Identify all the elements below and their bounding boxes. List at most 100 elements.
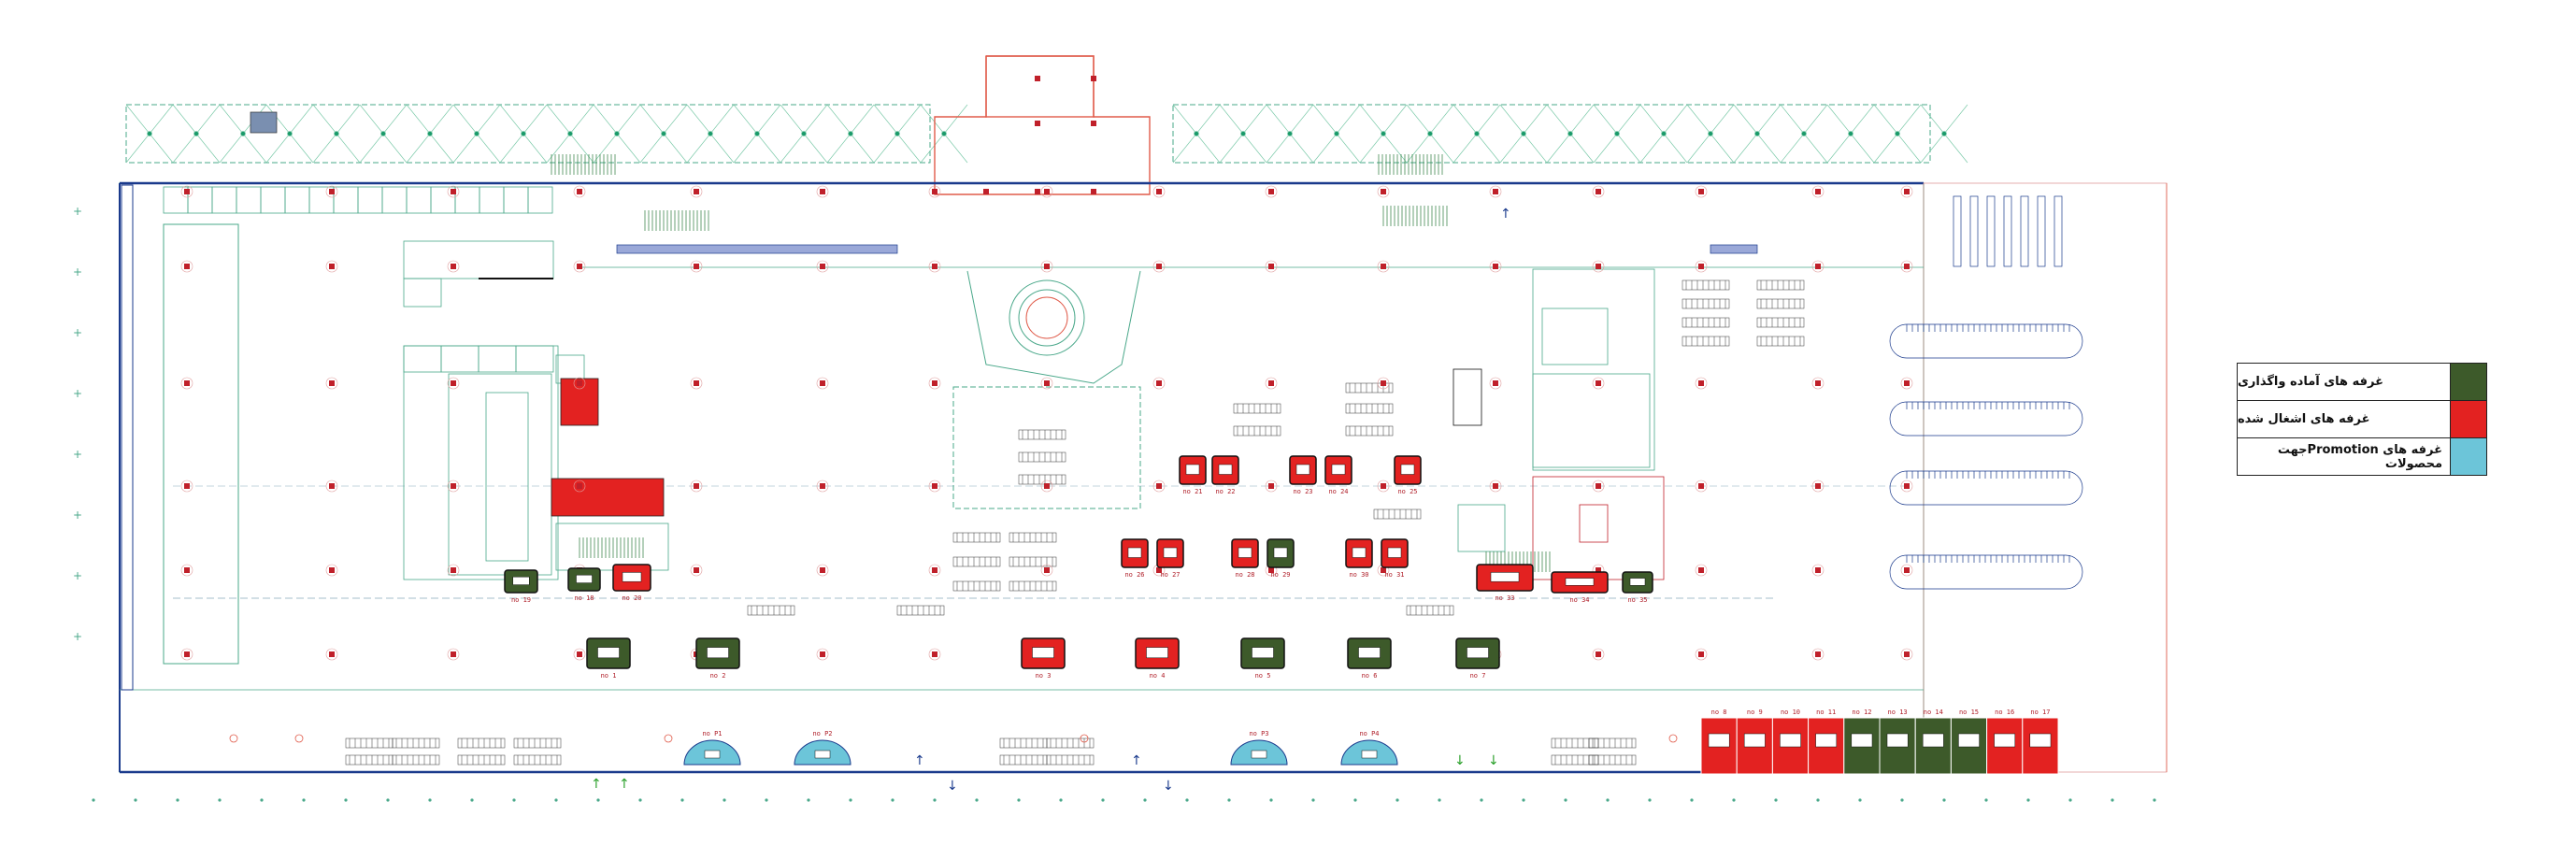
exterior-marker	[218, 798, 222, 802]
structural-column	[184, 380, 190, 386]
booth[interactable]: no 11	[1808, 709, 1845, 775]
column-ring	[573, 648, 586, 661]
canopy-column	[1287, 131, 1293, 136]
structural-column	[1156, 380, 1162, 386]
booth-counter	[1851, 733, 1873, 748]
promotion-booth[interactable]: no P4	[1340, 730, 1398, 766]
booth[interactable]: no 15	[1950, 709, 1988, 775]
exterior-marker	[2153, 798, 2156, 802]
structural-column	[1596, 380, 1601, 386]
booth[interactable]: no 9	[1736, 709, 1773, 775]
column-ring	[1265, 260, 1278, 273]
booth-number: no 28	[1235, 571, 1254, 579]
exterior-marker	[723, 798, 726, 802]
arrow-up-icon: ↑	[619, 777, 630, 792]
booth[interactable]: no 18	[567, 567, 601, 602]
structural-column	[1596, 483, 1601, 489]
column-ring	[816, 480, 829, 493]
booth[interactable]: no 24	[1324, 455, 1352, 495]
canopy-column	[1848, 131, 1853, 136]
structural-column	[694, 189, 699, 194]
exterior-marker	[1690, 798, 1694, 802]
column-ring	[447, 564, 460, 577]
booth-counter	[1032, 647, 1054, 659]
booth[interactable]: no 16	[1986, 709, 2024, 775]
booth[interactable]: no 8	[1700, 709, 1738, 775]
structural-column	[820, 651, 825, 657]
booth-number: no 12	[1852, 709, 1871, 716]
booth[interactable]: no 26	[1121, 538, 1149, 579]
column-ring	[1489, 185, 1502, 198]
booth[interactable]: no 34	[1551, 571, 1609, 604]
promotion-booth[interactable]: no P1	[683, 730, 741, 766]
booth[interactable]: no 23	[1289, 455, 1317, 495]
booth-counter	[1387, 547, 1402, 558]
booth[interactable]: no 31	[1381, 538, 1409, 579]
exterior-marker	[1311, 798, 1315, 802]
seating-block	[1345, 382, 1394, 394]
structural-column	[694, 264, 699, 269]
booth[interactable]: no 22	[1211, 455, 1239, 495]
booth[interactable]: no 35	[1622, 571, 1653, 604]
column-ring	[447, 480, 460, 493]
booth-number: no 6	[1362, 672, 1378, 680]
booth[interactable]: no 27	[1156, 538, 1184, 579]
booth[interactable]: no 25	[1394, 455, 1422, 495]
column-ring	[816, 260, 829, 273]
exterior-marker	[302, 798, 306, 802]
shop-unit	[284, 186, 310, 214]
booth-number: no 16	[1995, 709, 2014, 716]
seating-block	[1345, 403, 1394, 414]
column-ring	[816, 377, 829, 390]
parking-bay	[1953, 195, 1962, 267]
booth[interactable]: no 33	[1476, 564, 1534, 602]
booth[interactable]: no 7	[1455, 637, 1500, 680]
booth[interactable]: no 10	[1771, 709, 1810, 775]
booth-counter	[1273, 547, 1288, 558]
booth[interactable]: no 21	[1179, 455, 1207, 495]
booth[interactable]: no 20	[612, 564, 651, 602]
booth[interactable]: no 19	[504, 569, 538, 604]
booth[interactable]: no 13	[1879, 709, 1916, 775]
booth[interactable]: no 14	[1914, 709, 1952, 775]
booth[interactable]: no 6	[1347, 637, 1392, 680]
column-ring	[325, 260, 338, 273]
promotion-booth[interactable]: no P2	[794, 730, 852, 766]
booth[interactable]: no 28	[1231, 538, 1259, 579]
planter-marker	[294, 734, 304, 743]
shop-unit	[403, 345, 442, 373]
column-ring	[325, 564, 338, 577]
seating-block	[1233, 425, 1281, 437]
structural-column	[1044, 483, 1050, 489]
booth[interactable]: no 4	[1135, 637, 1180, 680]
booth[interactable]: no 5	[1240, 637, 1285, 680]
column-ring	[1811, 564, 1825, 577]
booth[interactable]: no 12	[1843, 709, 1881, 775]
promotion-booths: no P1 no P2 no P3 no P4	[683, 730, 1398, 766]
column-ring	[1040, 480, 1053, 493]
booth-number: no 18	[574, 594, 594, 602]
seating-block	[1756, 298, 1805, 309]
booth[interactable]: no 30	[1345, 538, 1373, 579]
booth[interactable]: no 1	[586, 637, 631, 680]
booth-counter	[1146, 647, 1168, 659]
booth[interactable]: no 17	[2022, 709, 2059, 775]
booth[interactable]: no 29	[1267, 538, 1295, 579]
exterior-marker	[1942, 798, 1946, 802]
structural-column	[1493, 483, 1498, 489]
booth[interactable]: no 3	[1021, 637, 1066, 680]
structural-column	[329, 264, 335, 269]
column-ring	[928, 648, 941, 661]
seating-block	[1009, 556, 1057, 567]
booth-counter	[1400, 464, 1415, 475]
shop-unit	[515, 345, 554, 373]
promotion-booth[interactable]: no P3	[1230, 730, 1288, 766]
booth[interactable]: no 2	[695, 637, 740, 680]
seating-block	[1682, 336, 1730, 347]
booth-number: no 19	[511, 596, 531, 604]
structural-column	[820, 264, 825, 269]
booth-counter	[576, 574, 593, 583]
column-ring	[180, 185, 193, 198]
column-ring	[1695, 185, 1708, 198]
structural-column	[329, 483, 335, 489]
